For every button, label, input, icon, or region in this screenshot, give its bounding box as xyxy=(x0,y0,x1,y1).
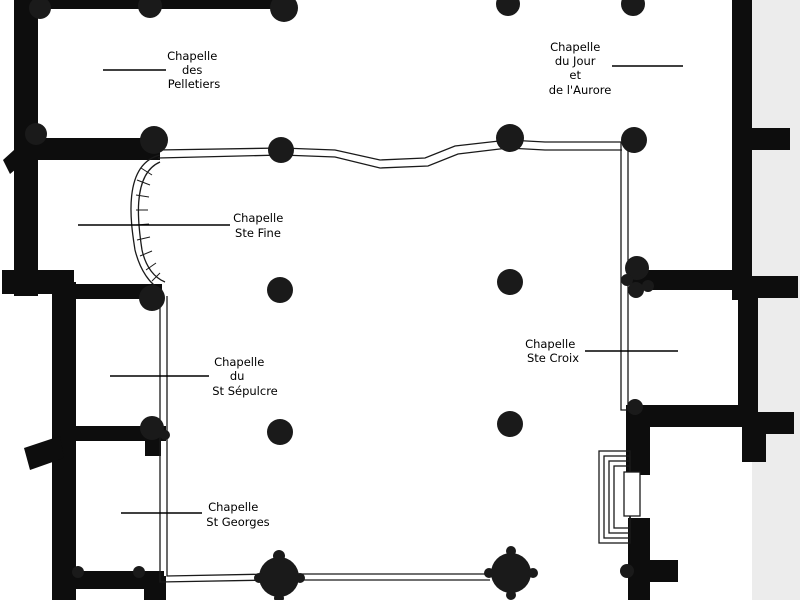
pillars xyxy=(25,0,654,600)
chapel-label-ste-fine: Chapelle Ste Fine xyxy=(78,211,287,240)
chapel-label-jour-aurore: Chapelle du Jour et de l'Aurore xyxy=(549,40,683,97)
chapel-label-pelletiers: Chapelle des Pelletiers xyxy=(103,49,221,91)
svg-text:Chapelle St Georges: Chapelle St Georges xyxy=(206,500,269,529)
chapel-label-st-sepulcre: Chapelle du St Sépulcre xyxy=(110,355,278,398)
right-doorway-steps xyxy=(598,450,641,544)
svg-text:Chapelle Ste Fine: Chapelle Ste Fine xyxy=(233,211,287,240)
svg-text:Chapelle Ste Croix: Chapelle Ste Croix xyxy=(525,337,579,365)
svg-text:Chapelle des Pelle: Chapelle des Pelletiers xyxy=(167,49,221,91)
chapel-label-ste-croix: Chapelle Ste Croix xyxy=(525,337,678,365)
exterior-area xyxy=(752,0,800,600)
svg-text:Chapelle du St Sép: Chapelle du St Sépulcre xyxy=(212,355,278,398)
choir-screen xyxy=(157,139,634,583)
chapel-label-st-georges: Chapelle St Georges xyxy=(121,500,270,529)
svg-text:Chapelle du Jour e: Chapelle du Jour et de l'Aurore xyxy=(549,40,612,97)
